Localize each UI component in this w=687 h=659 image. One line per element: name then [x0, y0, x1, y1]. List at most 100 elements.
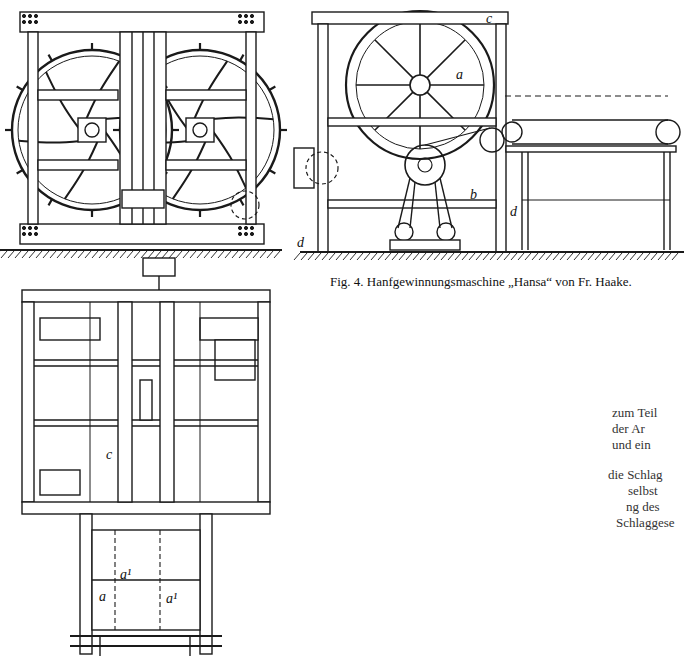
machine-line: [588, 253, 594, 260]
machine-line: [189, 636, 190, 656]
wheel-part: [480, 128, 504, 152]
machine-line: [518, 253, 524, 260]
machine-line: [239, 251, 245, 258]
machine-drawing: [0, 11, 684, 656]
machine-line: [455, 253, 461, 260]
machine-line: [114, 530, 115, 630]
machine-line: [120, 251, 126, 258]
machine-line: [511, 253, 517, 260]
machine-line: [546, 253, 552, 260]
machine-line: [8, 251, 14, 258]
part-letter: d: [297, 236, 304, 250]
frame-part: [40, 318, 100, 340]
frame-part: [20, 224, 264, 244]
wheel-part: [85, 123, 99, 137]
part-letter: b: [470, 188, 477, 202]
page-text-fragment: selbst: [628, 484, 658, 497]
machine-line: [315, 253, 321, 260]
part-letter: c: [106, 448, 112, 462]
frame-part: [143, 258, 175, 276]
wheel-part: [34, 226, 37, 229]
machine-line: [672, 253, 678, 260]
machine-line: [1, 251, 7, 258]
machine-line: [364, 253, 370, 260]
machine-line: [385, 253, 391, 260]
frame-part: [166, 160, 246, 170]
machine-line: [469, 253, 475, 260]
frame-part: [318, 24, 328, 252]
frame-part: [92, 530, 200, 630]
machine-line: [512, 119, 668, 120]
page-text-fragment: zum Teil: [612, 406, 657, 419]
machine-line: [199, 210, 201, 217]
frame-part: [506, 146, 676, 152]
machine-line: [527, 152, 528, 250]
machine-line: [127, 251, 133, 258]
machine-line: [113, 129, 120, 131]
wheel-part: [356, 21, 484, 149]
machine-line: [34, 359, 258, 360]
wheel-part: [28, 14, 31, 17]
machine-line: [371, 253, 377, 260]
wheel-part: [418, 158, 432, 172]
frame-part: [22, 502, 270, 514]
machine-line: [199, 43, 201, 50]
machine-line: [90, 302, 91, 502]
machine-line: [532, 253, 538, 260]
beater-blade: [46, 72, 80, 130]
machine-line: [420, 253, 426, 260]
machine-line: [204, 251, 210, 258]
wheel-part: [244, 226, 247, 229]
machine-line: [260, 251, 266, 258]
machine-line: [553, 253, 559, 260]
wheel-part: [22, 20, 25, 23]
machine-line: [419, 21, 421, 75]
machine-line: [356, 84, 410, 86]
machine-line: [197, 251, 203, 258]
machine-line: [34, 425, 258, 426]
frame-part: [200, 514, 212, 654]
page-text-fragment: und ein: [612, 438, 651, 451]
machine-line: [176, 251, 182, 258]
machine-line: [560, 253, 566, 260]
machine-line: [269, 170, 275, 174]
wheel-part: [238, 14, 241, 17]
machine-line: [183, 251, 189, 258]
wheel-part: [395, 223, 413, 241]
machine-line: [378, 253, 384, 260]
machine-line: [134, 251, 140, 258]
machine-line: [392, 253, 398, 260]
machine-line: [218, 251, 224, 258]
page-text-fragment: ng des: [626, 500, 660, 513]
machine-line: [71, 251, 77, 258]
frame-part: [22, 302, 34, 502]
wheel-part: [193, 123, 207, 137]
wheel-part: [244, 20, 247, 23]
part-letter: a¹: [166, 592, 177, 606]
machine-line: [399, 253, 405, 260]
machine-line: [406, 253, 412, 260]
frame-part: [258, 302, 270, 502]
wheel-part: [28, 226, 31, 229]
wheel-part: [238, 20, 241, 23]
wheel-part: [34, 232, 37, 235]
wheel-part: [231, 191, 259, 219]
machine-line: [253, 251, 259, 258]
frame-part: [22, 290, 270, 302]
machine-line: [581, 253, 587, 260]
machine-line: [36, 251, 42, 258]
machine-line: [448, 253, 454, 260]
frame-part: [140, 380, 152, 420]
machine-line: [476, 253, 482, 260]
wheel-part: [250, 20, 253, 23]
machine-line: [141, 251, 147, 258]
machine-line: [64, 251, 70, 258]
part-letter: a: [456, 68, 463, 82]
machine-line: [57, 251, 63, 258]
wheel-part: [22, 14, 25, 17]
machine-line: [34, 365, 258, 366]
machine-line: [99, 251, 105, 258]
machine-line: [280, 129, 287, 131]
machine-line: [490, 253, 496, 260]
